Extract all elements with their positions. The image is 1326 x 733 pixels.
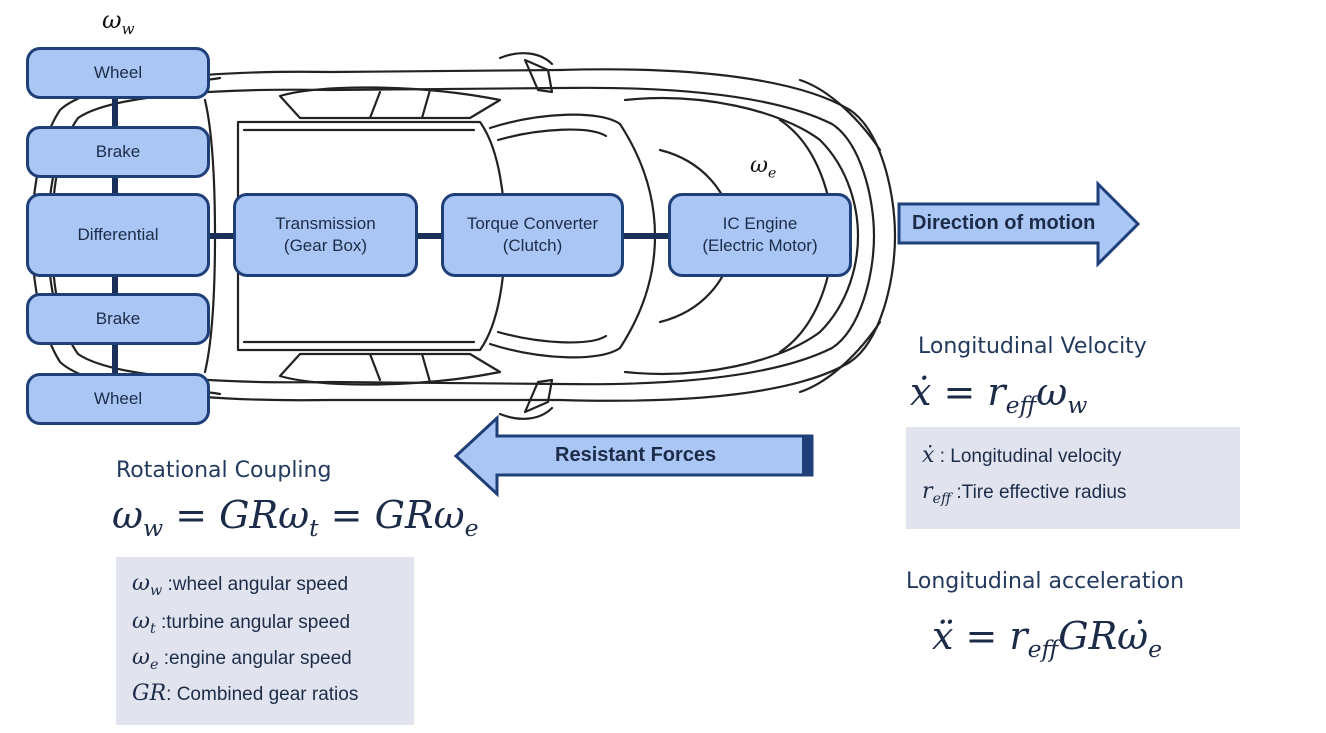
rotational-coupling-formula: ωw = GRωt = GRωe <box>112 493 479 542</box>
longitudinal-velocity-formula: ẋ = reffωw <box>910 370 1088 420</box>
omega-e-base: ω <box>750 153 768 178</box>
direction-arrow-shape <box>897 180 1141 268</box>
longitudinal-acceleration-formula: ẍ = reffGRω̇e <box>932 614 1163 664</box>
rotational-formula-text: ωw = GRωt = GRωe <box>112 493 479 543</box>
brake-bottom-box: Brake <box>26 293 210 345</box>
omega-w-label: ωw <box>102 6 134 38</box>
legend-row-gear-ratio: GR: Combined gear ratios <box>132 681 359 706</box>
legend-row-velocity: ẋ : Longitudinal velocity <box>922 443 1122 468</box>
brake-top-box: Brake <box>26 126 210 178</box>
engine-box: IC Engine (Electric Motor) <box>668 193 852 277</box>
torque-converter-box: Torque Converter (Clutch) <box>441 193 624 277</box>
transmission-box: Transmission (Gear Box) <box>233 193 418 277</box>
legend-row-tire-radius: reff :Tire effective radius <box>922 479 1127 507</box>
velocity-legend-panel: ẋ : Longitudinal velocity reff :Tire eff… <box>906 427 1240 529</box>
direction-of-motion-label: Direction of motion <box>912 212 1096 234</box>
omega-e-label: ωe <box>750 153 776 181</box>
wheel-top-box: Wheel <box>26 47 210 99</box>
resistant-forces-label: Resistant Forces <box>555 444 717 466</box>
legend-row-engine-speed: ωe :engine angular speed <box>132 645 352 673</box>
differential-box: Differential <box>26 193 210 277</box>
omega-e-sub: e <box>767 165 777 182</box>
longitudinal-velocity-title: Longitudinal Velocity <box>918 334 1147 359</box>
resistant-arrow-shape <box>453 414 814 498</box>
wheel-bottom-box: Wheel <box>26 373 210 425</box>
rotational-legend-panel: ωw :wheel angular speed ωt :turbine angu… <box>116 557 414 725</box>
omega-w-sub: w <box>121 19 135 38</box>
legend-row-turbine-speed: ωt :turbine angular speed <box>132 609 351 637</box>
omega-w-base: ω <box>102 6 122 34</box>
legend-row-wheel-speed: ωw :wheel angular speed <box>132 571 349 599</box>
longitudinal-acceleration-title: Longitudinal acceleration <box>906 569 1185 594</box>
rotational-coupling-title: Rotational Coupling <box>116 458 332 483</box>
